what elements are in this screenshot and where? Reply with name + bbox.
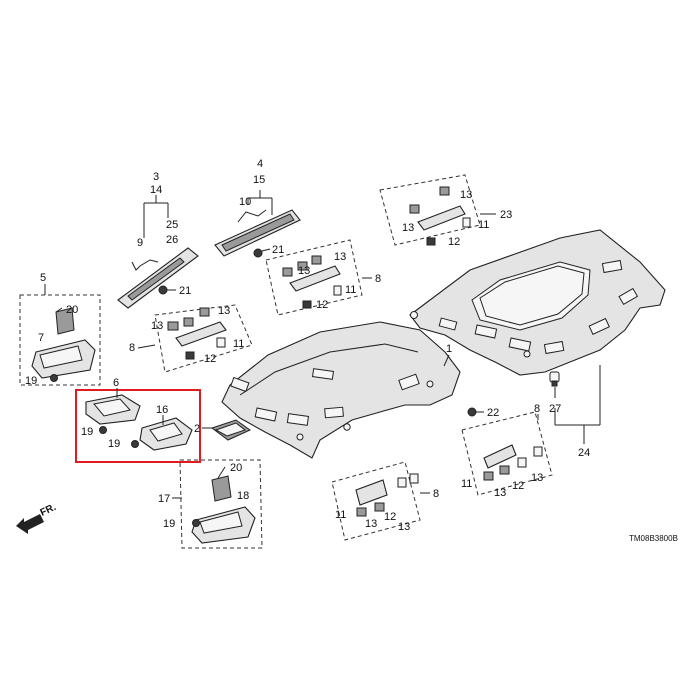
callout-13f: 13 — [402, 222, 414, 234]
callout-19c: 19 — [108, 438, 120, 450]
leader-lines — [44, 190, 601, 499]
clip-27 — [549, 371, 560, 398]
callout-13b: 13 — [218, 305, 230, 317]
callout-9: 9 — [137, 237, 143, 249]
callout-12e: 12 — [512, 480, 524, 492]
callout-20b: 20 — [230, 462, 242, 474]
callout-19a: 19 — [25, 375, 37, 387]
callout-1: 1 — [446, 343, 452, 355]
callout-labels: 1 2 3 14 4 15 5 6 7 8 8 8 8 9 10 25 26 2… — [25, 158, 590, 533]
callout-13d: 13 — [334, 251, 346, 263]
callout-24: 24 — [578, 447, 590, 459]
callout-8-mid: 8 — [375, 273, 381, 285]
callout-12c: 12 — [448, 236, 460, 248]
callout-18: 18 — [237, 490, 249, 502]
assist-grip-group-mid — [265, 239, 363, 316]
callout-4: 4 — [257, 158, 263, 170]
callout-12b: 12 — [316, 299, 328, 311]
callout-3: 3 — [153, 171, 159, 183]
callout-12a: 12 — [204, 353, 216, 365]
callout-8-left: 8 — [129, 342, 135, 354]
clip-21b — [253, 248, 271, 258]
callout-13g: 13 — [365, 518, 377, 530]
clip-22 — [467, 407, 484, 417]
callout-17: 17 — [158, 493, 170, 505]
roof-side-rail-left — [117, 247, 199, 309]
callout-13a: 13 — [151, 320, 163, 332]
roof-console-bracket — [204, 419, 251, 441]
callout-15: 15 — [253, 174, 265, 186]
callout-5: 5 — [40, 272, 46, 284]
front-arrow-icon — [16, 514, 44, 534]
callout-11a: 11 — [233, 338, 244, 350]
callout-11e: 11 — [461, 478, 472, 490]
callout-25: 25 — [166, 219, 178, 231]
callout-22: 22 — [487, 407, 499, 419]
roof-side-rail-right — [214, 209, 301, 257]
sun-visor-lower — [179, 459, 263, 549]
callout-8-lower-center: 8 — [433, 488, 439, 500]
roof-lining-rear — [409, 229, 666, 376]
callout-11b: 11 — [345, 284, 356, 296]
assist-grip-group-lower-center — [331, 461, 421, 541]
sun-visor-center — [85, 394, 193, 451]
callout-8-lower-right: 8 — [534, 403, 540, 415]
sun-visor-left-upper — [19, 294, 101, 386]
callout-20a: 20 — [66, 304, 78, 316]
callout-21a: 21 — [179, 285, 191, 297]
callout-13c: 13 — [298, 265, 310, 277]
callout-23: 23 — [500, 209, 512, 221]
callout-13i: 13 — [494, 487, 506, 499]
callout-2: 2 — [194, 423, 200, 435]
callout-7: 7 — [38, 332, 44, 344]
callout-16: 16 — [156, 404, 168, 416]
clip-21a — [158, 285, 176, 295]
front-label: FR. — [39, 502, 58, 519]
assist-grip-group-lower-right — [461, 411, 553, 496]
callout-11c: 11 — [478, 219, 489, 231]
callout-14: 14 — [150, 184, 162, 196]
callout-11d: 11 — [335, 509, 346, 521]
callout-6: 6 — [113, 377, 119, 389]
callout-21b: 21 — [272, 244, 284, 256]
assist-grip-group-upper-right — [379, 174, 481, 246]
callout-27: 27 — [549, 403, 561, 415]
callout-12d: 12 — [384, 511, 396, 523]
callout-10: 10 — [239, 196, 251, 208]
callout-13j: 13 — [531, 472, 543, 484]
callout-19d: 19 — [163, 518, 175, 530]
callout-13h: 13 — [398, 521, 410, 533]
callout-26: 26 — [166, 234, 178, 246]
roof-lining-front — [221, 321, 461, 459]
diagram-code: TM08B3800B — [629, 534, 678, 543]
callout-19b: 19 — [81, 426, 93, 438]
highlight-box-visor — [75, 389, 201, 463]
assist-grip-group-left — [154, 304, 253, 373]
callout-13e: 13 — [460, 189, 472, 201]
